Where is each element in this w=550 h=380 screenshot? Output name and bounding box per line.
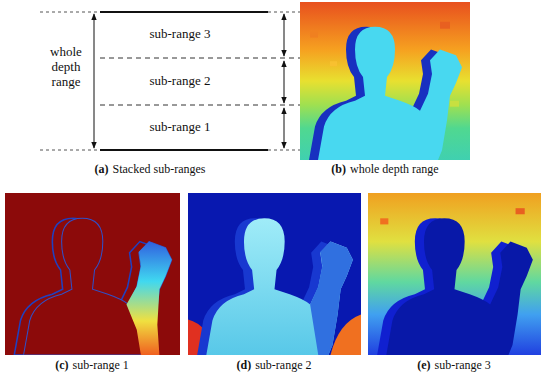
caption-text: sub-range 3 bbox=[149, 27, 210, 42]
caption-letter: (d) bbox=[237, 358, 252, 372]
caption-letter: (e) bbox=[417, 358, 430, 372]
sub-range-label: sub-range 1 bbox=[149, 120, 210, 135]
caption-text: Stacked sub-ranges bbox=[113, 162, 206, 176]
caption-text: whole depth range bbox=[42, 45, 90, 90]
panel-caption: (b) whole depth range bbox=[331, 163, 438, 177]
caption-text: whole depth range bbox=[350, 162, 439, 176]
caption-text: sub-range 2 bbox=[255, 358, 311, 372]
depth-image-sub-range-3 bbox=[368, 193, 541, 355]
caption-text: sub-range 2 bbox=[149, 74, 210, 89]
panel-caption: (e) sub-range 3 bbox=[417, 359, 491, 373]
caption-text: sub-range 3 bbox=[435, 358, 491, 372]
sub-range-label: sub-range 2 bbox=[149, 74, 210, 89]
caption-letter: (c) bbox=[55, 358, 68, 372]
depth-image-sub-range-1 bbox=[5, 193, 180, 355]
caption-text: sub-range 1 bbox=[73, 358, 129, 372]
caption-letter: (a) bbox=[95, 162, 109, 176]
depth-image-sub-range-2 bbox=[188, 193, 361, 355]
panel-caption: (a) Stacked sub-ranges bbox=[95, 163, 206, 177]
sub-range-label: sub-range 3 bbox=[149, 27, 210, 42]
panel-caption: (c) sub-range 1 bbox=[55, 359, 129, 373]
caption-letter: (b) bbox=[331, 162, 346, 176]
panel-caption: (d)sub-range 2 bbox=[237, 359, 312, 373]
axis-label: whole depth range bbox=[42, 45, 90, 90]
caption-text: sub-range 1 bbox=[149, 120, 210, 135]
depth-image-whole bbox=[300, 2, 470, 160]
